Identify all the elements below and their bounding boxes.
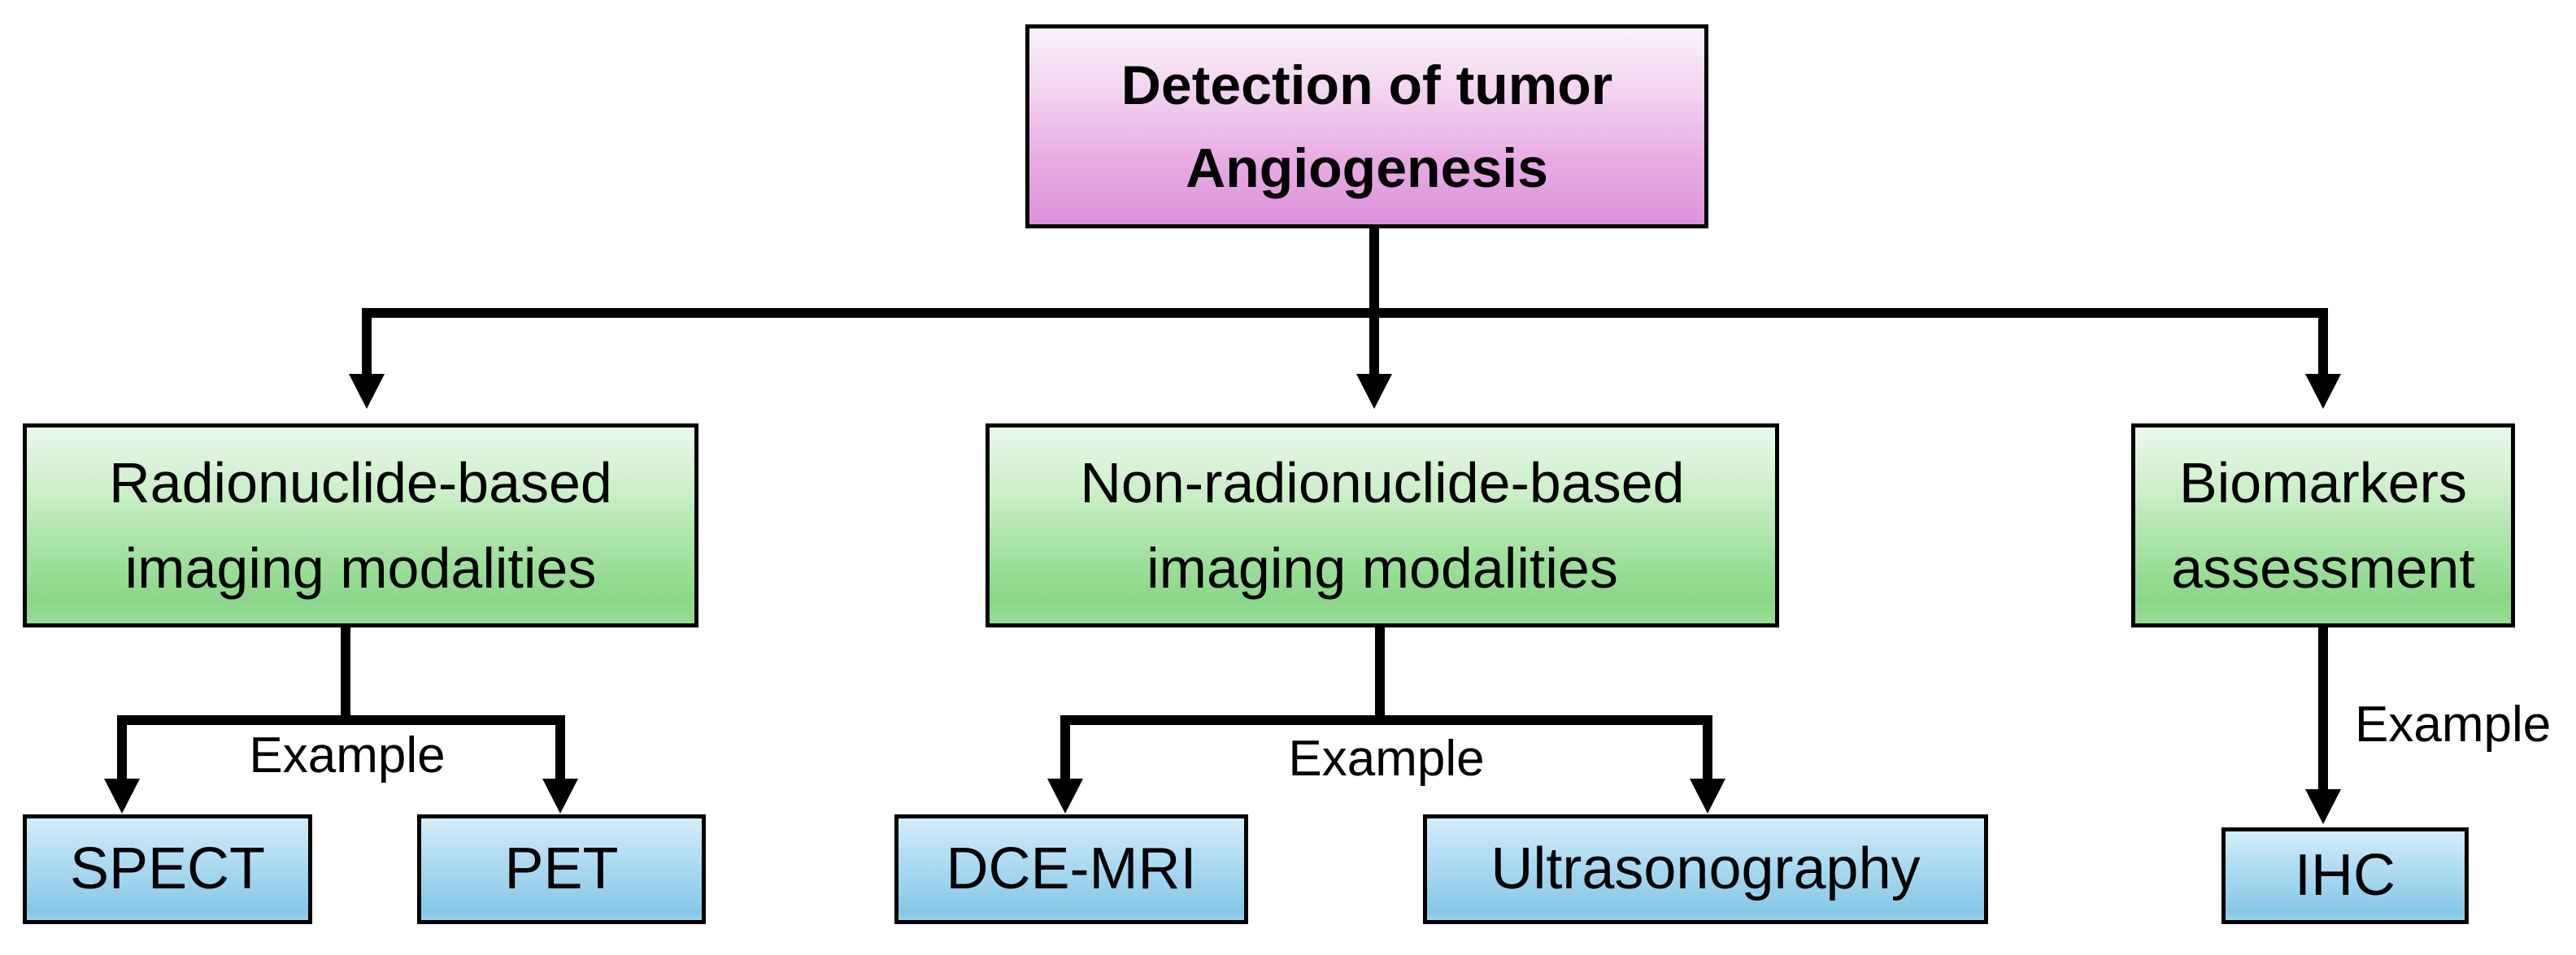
leaf-box-spect: SPECT [23, 814, 312, 924]
level1-connector [349, 224, 2341, 409]
branch-box-label: Biomarkers assessment [2171, 450, 2475, 600]
leaf-box-label: PET [504, 836, 619, 901]
example-connector-3 [2305, 627, 2341, 824]
arrowhead-dcemri [1047, 779, 1083, 814]
example-connector-2 [1047, 627, 1725, 814]
arrowhead-branch-1 [349, 374, 385, 409]
branch-box-label: Non-radionuclide-based imaging modalitie… [1080, 450, 1685, 600]
branch-box-biomarkers: Biomarkers assessment [2131, 423, 2515, 627]
leaf-box-label: SPECT [69, 836, 266, 901]
example-connector-1 [104, 627, 578, 814]
example-label-radionuclide: Example [249, 727, 446, 784]
leaf-box-label: IHC [2295, 842, 2395, 908]
branch-box-radionuclide: Radionuclide-based imaging modalities [23, 423, 698, 627]
arrowhead-pet [542, 779, 578, 814]
leaf-box-ihc: IHC [2221, 827, 2469, 924]
root-box-label: Detection of tumor Angiogenesis [1120, 54, 1613, 199]
arrowhead-branch-2 [1356, 374, 1392, 409]
arrowhead-ultrasonography [1690, 779, 1725, 814]
leaf-box-pet: PET [417, 814, 706, 924]
arrowhead-branch-3 [2305, 374, 2341, 409]
leaf-box-label: DCE-MRI [946, 836, 1197, 901]
leaf-box-ultrasonography: Ultrasonography [1423, 814, 1988, 924]
root-box-detection-of-tumor-angiogenesis: Detection of tumor Angiogenesis [1025, 24, 1708, 228]
leaf-box-dce-mri: DCE-MRI [894, 814, 1248, 924]
arrowhead-ihc [2305, 789, 2341, 824]
example-label-biomarkers: Example [2355, 697, 2552, 753]
branch-box-non-radionuclide: Non-radionuclide-based imaging modalitie… [986, 423, 1779, 627]
example-label-non-radionuclide: Example [1288, 731, 1485, 787]
arrowhead-spect [104, 779, 140, 814]
leaf-box-label: Ultrasonography [1490, 836, 1921, 901]
branch-box-label: Radionuclide-based imaging modalities [109, 450, 612, 600]
